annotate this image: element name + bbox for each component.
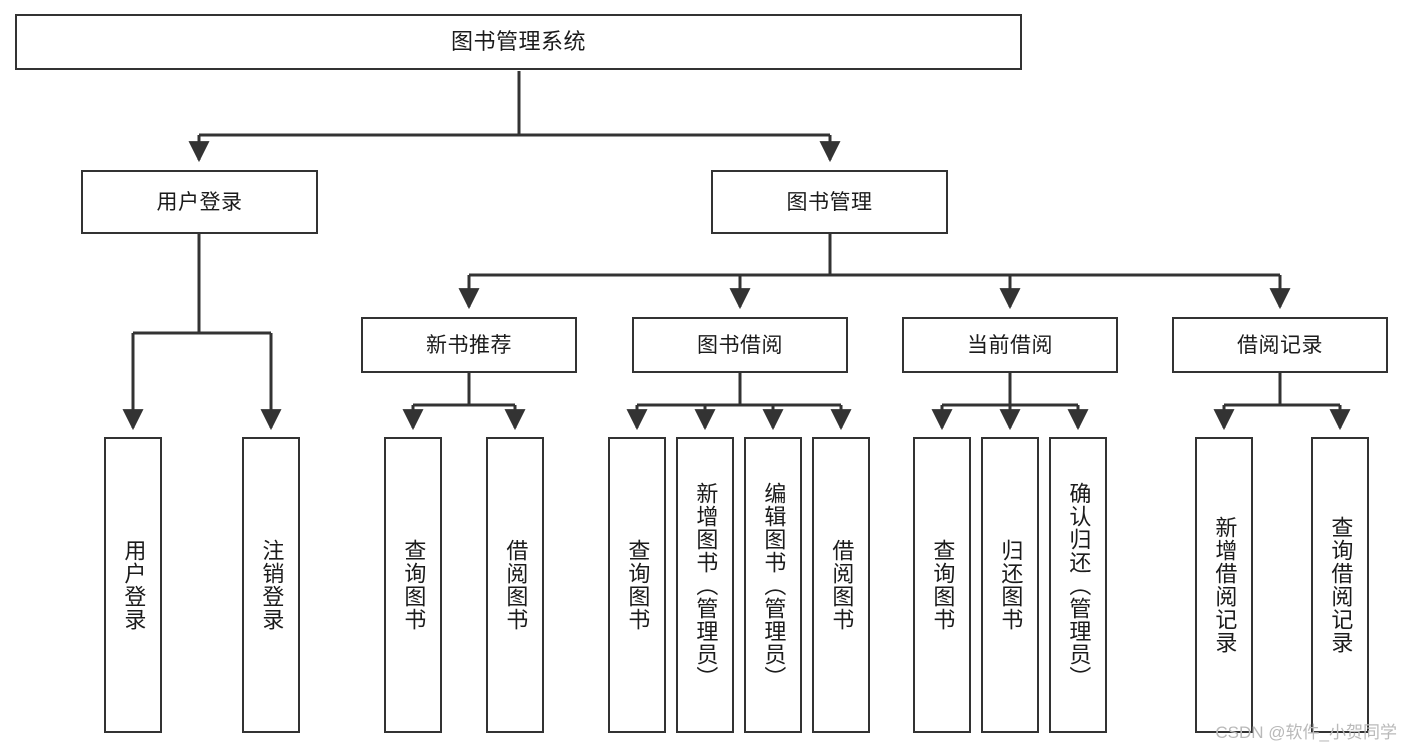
node-leaf-user-login-logout-label: 注销登录 (259, 539, 285, 631)
node-leaf-current-return-book-label: 归还图书 (998, 539, 1024, 631)
node-leaf-record-add-record[interactable]: 新增借阅记录 (1195, 437, 1253, 733)
node-leaf-user-login-logout[interactable]: 注销登录 (242, 437, 300, 733)
node-leaf-user-login-login[interactable]: 用户登录 (104, 437, 162, 733)
node-current-borrow-label: 当前借阅 (967, 333, 1053, 357)
node-book-management-label: 图书管理 (786, 190, 873, 214)
node-current-borrow[interactable]: 当前借阅 (902, 317, 1118, 373)
node-leaf-current-query-book-label: 查询图书 (930, 539, 956, 631)
node-leaf-record-add-record-label: 新增借阅记录 (1212, 516, 1238, 654)
node-root-system[interactable]: 图书管理系统 (15, 14, 1022, 70)
node-leaf-borrow-add-book-label: 新增图书（管理员） (693, 481, 719, 689)
node-user-login[interactable]: 用户登录 (81, 170, 318, 234)
node-new-book-recommend[interactable]: 新书推荐 (361, 317, 577, 373)
node-borrow-record-label: 借阅记录 (1237, 333, 1323, 357)
node-leaf-current-confirm-return-label: 确认归还（管理员） (1066, 481, 1092, 689)
node-leaf-borrow-borrow-book[interactable]: 借阅图书 (812, 437, 870, 733)
node-leaf-current-confirm-return[interactable]: 确认归还（管理员） (1049, 437, 1107, 733)
node-book-management[interactable]: 图书管理 (711, 170, 948, 234)
csdn-watermark: CSDN @软件_小贺同学 (1215, 723, 1397, 742)
node-leaf-borrow-add-book[interactable]: 新增图书（管理员） (676, 437, 734, 733)
node-leaf-recommend-borrow-book[interactable]: 借阅图书 (486, 437, 544, 733)
node-leaf-record-query-record-label: 查询借阅记录 (1328, 516, 1354, 654)
node-user-login-label: 用户登录 (156, 190, 243, 214)
node-leaf-record-query-record[interactable]: 查询借阅记录 (1311, 437, 1369, 733)
node-root-system-label: 图书管理系统 (450, 29, 586, 54)
node-new-book-recommend-label: 新书推荐 (426, 333, 512, 357)
node-leaf-borrow-edit-book-label: 编辑图书（管理员） (761, 481, 787, 689)
node-leaf-current-query-book[interactable]: 查询图书 (913, 437, 971, 733)
node-borrow-record[interactable]: 借阅记录 (1172, 317, 1388, 373)
node-leaf-borrow-edit-book[interactable]: 编辑图书（管理员） (744, 437, 802, 733)
node-leaf-borrow-borrow-book-label: 借阅图书 (829, 539, 855, 631)
node-leaf-user-login-login-label: 用户登录 (121, 539, 147, 631)
node-book-borrow-label: 图书借阅 (697, 333, 783, 357)
node-book-borrow[interactable]: 图书借阅 (632, 317, 848, 373)
node-leaf-current-return-book[interactable]: 归还图书 (981, 437, 1039, 733)
node-leaf-recommend-borrow-book-label: 借阅图书 (503, 539, 529, 631)
node-leaf-borrow-query-book-label: 查询图书 (625, 539, 651, 631)
node-leaf-borrow-query-book[interactable]: 查询图书 (608, 437, 666, 733)
node-leaf-recommend-query-book-label: 查询图书 (401, 539, 427, 631)
node-leaf-recommend-query-book[interactable]: 查询图书 (384, 437, 442, 733)
